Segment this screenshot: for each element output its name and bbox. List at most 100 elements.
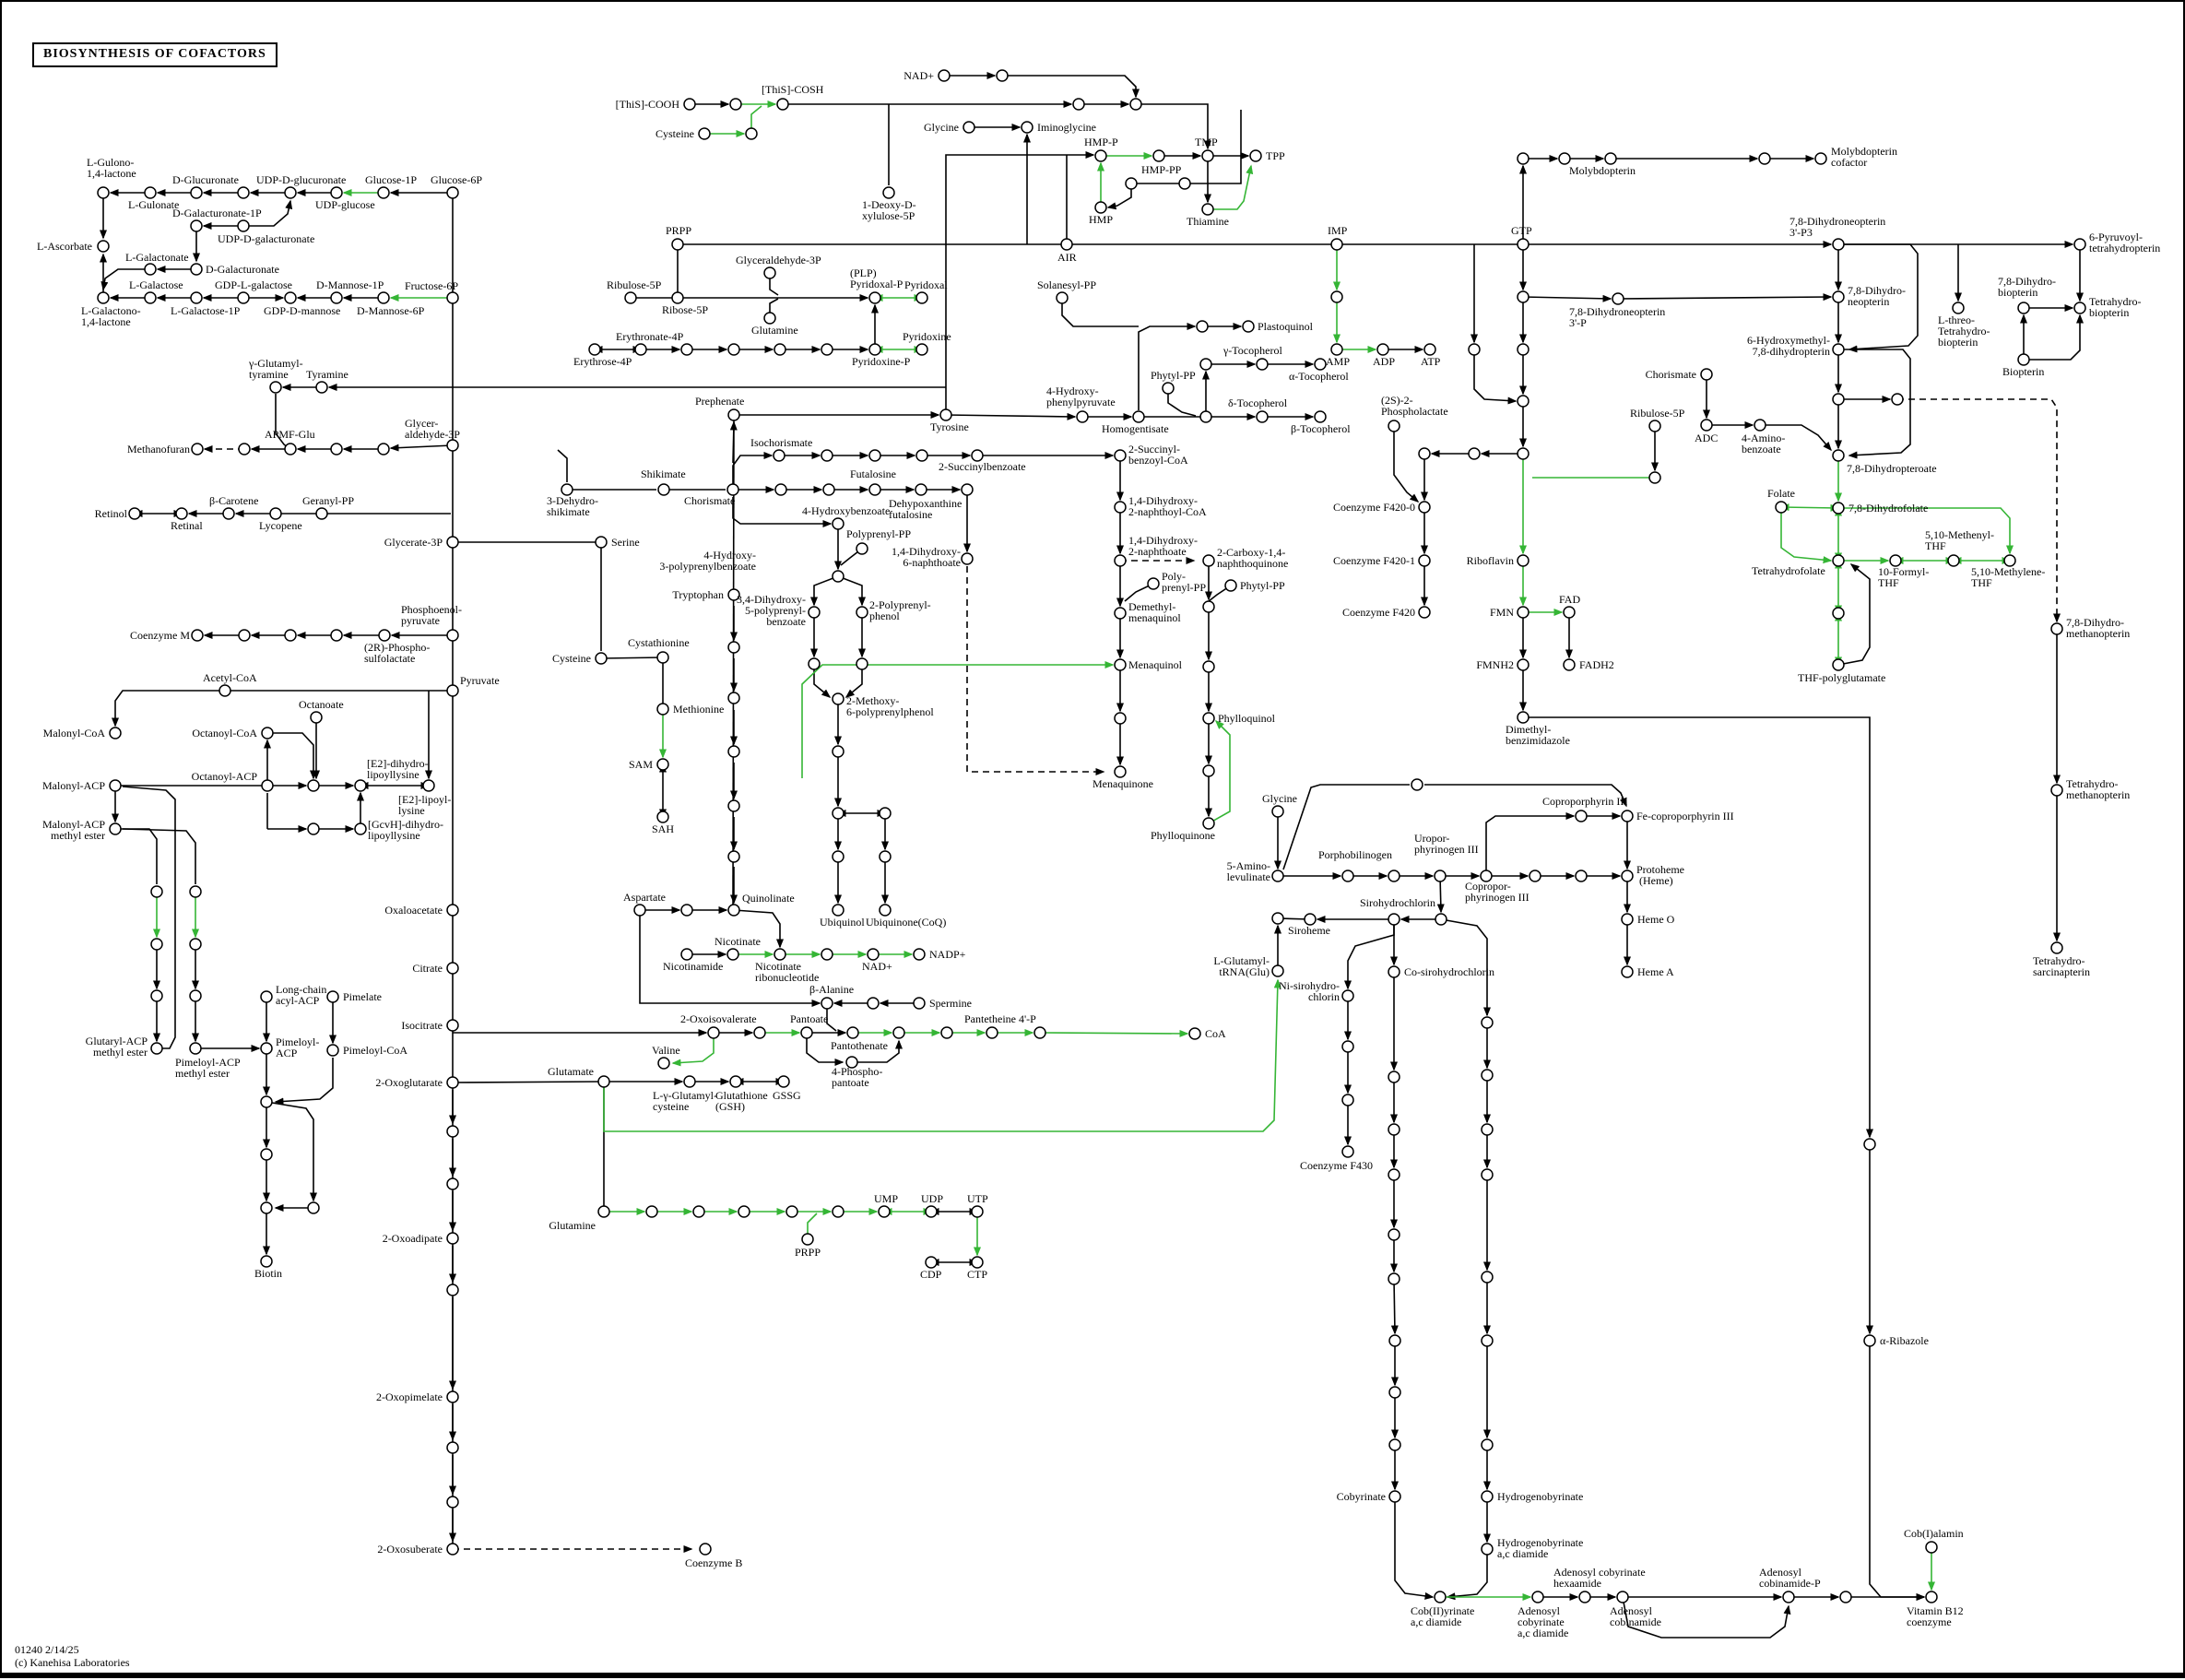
metabolite-node[interactable] [330, 186, 343, 199]
metabolite-node[interactable] [1114, 449, 1127, 462]
metabolite-node[interactable] [260, 1042, 273, 1055]
metabolite-node[interactable] [595, 536, 608, 549]
metabolite-node[interactable] [1418, 554, 1431, 567]
metabolite-node[interactable] [1481, 1168, 1494, 1181]
metabolite-node[interactable] [1304, 913, 1317, 926]
metabolite-node[interactable] [879, 904, 892, 917]
metabolite-node[interactable] [940, 1026, 953, 1039]
metabolite-node[interactable] [1271, 870, 1284, 882]
metabolite-node[interactable] [261, 727, 274, 739]
metabolite-node[interactable] [726, 483, 739, 496]
metabolite-node[interactable] [191, 443, 204, 455]
metabolite-node[interactable] [1129, 98, 1142, 111]
metabolite-node[interactable] [1147, 577, 1160, 590]
metabolite-node[interactable] [808, 606, 821, 619]
metabolite-node[interactable] [260, 1255, 273, 1268]
metabolite-node[interactable] [774, 948, 786, 961]
metabolite-node[interactable] [260, 990, 273, 1003]
metabolite-node[interactable] [1621, 810, 1634, 822]
metabolite-node[interactable] [971, 1256, 984, 1269]
metabolite-node[interactable] [656, 651, 669, 664]
metabolite-node[interactable] [915, 483, 927, 496]
metabolite-node[interactable] [671, 238, 684, 251]
metabolite-node[interactable] [624, 291, 637, 304]
metabolite-node[interactable] [1952, 302, 1965, 314]
metabolite-node[interactable] [189, 938, 202, 951]
metabolite-node[interactable] [1648, 420, 1661, 432]
metabolite-node[interactable] [378, 629, 391, 642]
metabolite-node[interactable] [1517, 447, 1530, 460]
metabolite-node[interactable] [832, 745, 844, 758]
metabolite-node[interactable] [680, 904, 693, 917]
metabolite-node[interactable] [2073, 302, 2086, 314]
metabolite-node[interactable] [1563, 606, 1576, 619]
metabolite-node[interactable] [1202, 817, 1215, 830]
metabolite-node[interactable] [1481, 1271, 1494, 1284]
metabolite-node[interactable] [1199, 410, 1212, 423]
metabolite-node[interactable] [1341, 1094, 1354, 1106]
metabolite-node[interactable] [260, 1095, 273, 1108]
metabolite-node[interactable] [1832, 607, 1845, 620]
metabolite-node[interactable] [446, 1284, 459, 1296]
metabolite-node[interactable] [1418, 501, 1431, 514]
metabolite-node[interactable] [633, 904, 646, 917]
metabolite-node[interactable] [190, 263, 203, 276]
metabolite-node[interactable] [729, 98, 742, 111]
metabolite-node[interactable] [446, 1076, 459, 1089]
metabolite-node[interactable] [446, 1496, 459, 1508]
metabolite-node[interactable] [913, 997, 926, 1010]
metabolite-node[interactable] [1376, 343, 1389, 356]
metabolite-node[interactable] [707, 1026, 720, 1039]
metabolite-node[interactable] [738, 1205, 750, 1218]
metabolite-node[interactable] [822, 483, 835, 496]
metabolite-node[interactable] [1604, 152, 1617, 165]
metabolite-node[interactable] [785, 1205, 798, 1218]
metabolite-node[interactable] [1114, 554, 1127, 567]
metabolite-node[interactable] [727, 799, 740, 812]
metabolite-node[interactable] [1947, 554, 1960, 567]
metabolite-node[interactable] [2017, 353, 2030, 366]
metabolite-node[interactable] [1202, 764, 1215, 777]
metabolite-node[interactable] [1517, 152, 1530, 165]
metabolite-node[interactable] [800, 1026, 813, 1039]
metabolite-node[interactable] [1388, 1168, 1400, 1181]
metabolite-node[interactable] [1480, 870, 1493, 882]
metabolite-node[interactable] [680, 948, 693, 961]
metabolite-node[interactable] [97, 291, 110, 304]
metabolite-node[interactable] [753, 1026, 766, 1039]
metabolite-node[interactable] [1256, 358, 1269, 371]
metabolite-node[interactable] [1388, 965, 1400, 978]
metabolite-node[interactable] [657, 1057, 670, 1070]
metabolite-node[interactable] [315, 507, 328, 520]
metabolite-node[interactable] [330, 291, 343, 304]
metabolite-node[interactable] [1202, 660, 1215, 673]
metabolite-node[interactable] [446, 684, 459, 697]
metabolite-node[interactable] [726, 948, 739, 961]
metabolite-node[interactable] [1196, 320, 1209, 333]
metabolite-node[interactable] [1132, 410, 1145, 423]
metabolite-node[interactable] [446, 536, 459, 549]
metabolite-node[interactable] [422, 779, 435, 792]
metabolite-node[interactable] [1621, 913, 1634, 926]
metabolite-node[interactable] [189, 885, 202, 898]
metabolite-node[interactable] [776, 98, 789, 111]
metabolite-node[interactable] [1341, 1040, 1354, 1053]
metabolite-node[interactable] [1188, 1027, 1201, 1040]
metabolite-node[interactable] [692, 1205, 705, 1218]
metabolite-node[interactable] [925, 1205, 938, 1218]
metabolite-node[interactable] [856, 606, 868, 619]
metabolite-node[interactable] [832, 850, 844, 863]
metabolite-node[interactable] [1242, 320, 1255, 333]
metabolite-node[interactable] [1481, 1490, 1494, 1503]
metabolite-node[interactable] [763, 266, 776, 279]
metabolite-node[interactable] [879, 807, 892, 820]
metabolite-node[interactable] [1178, 177, 1191, 190]
metabolite-node[interactable] [680, 343, 693, 356]
metabolite-node[interactable] [879, 850, 892, 863]
metabolite-node[interactable] [1832, 393, 1845, 406]
metabolite-node[interactable] [284, 629, 297, 642]
metabolite-node[interactable] [326, 990, 339, 1003]
metabolite-node[interactable] [971, 449, 984, 462]
metabolite-node[interactable] [867, 948, 880, 961]
metabolite-node[interactable] [832, 692, 844, 705]
